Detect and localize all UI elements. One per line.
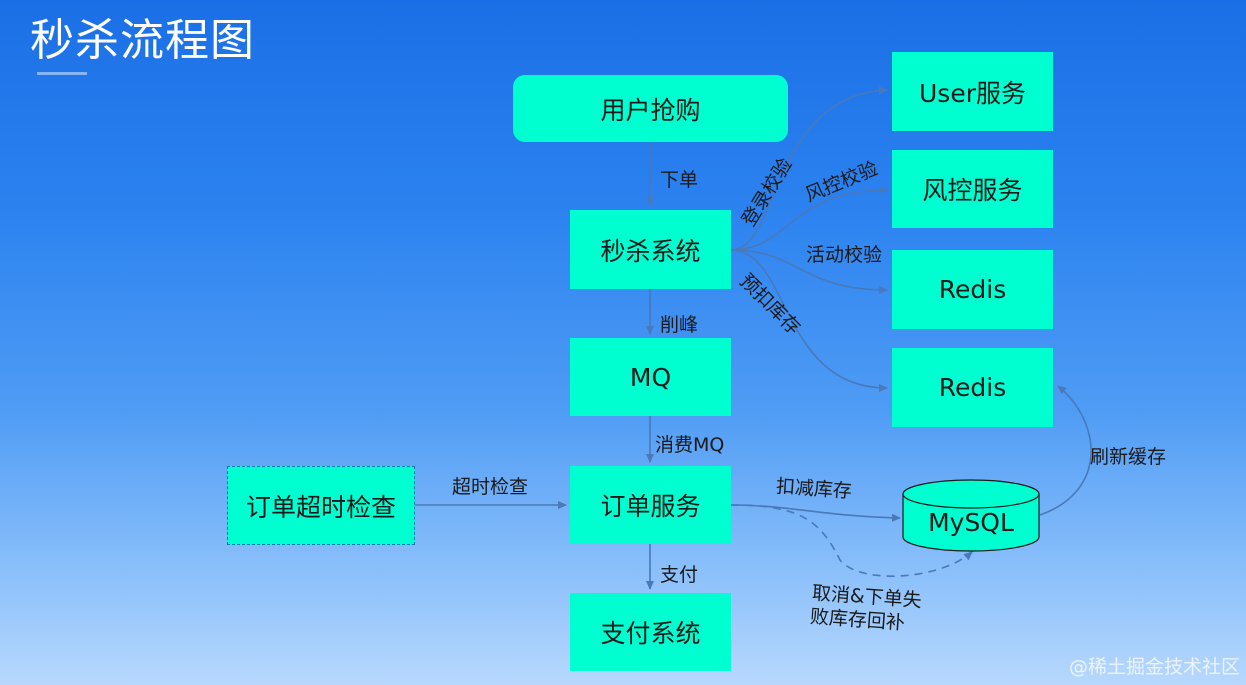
node-pay-system: 支付系统 xyxy=(570,593,731,671)
node-order-timeout-check: 订单超时检查 xyxy=(227,466,415,545)
node-user-buy: 用户抢购 xyxy=(513,75,788,142)
label-consume-mq: 消费MQ xyxy=(655,434,725,456)
label-place-order: 下单 xyxy=(660,169,699,191)
watermark: @稀土掘金技术社区 xyxy=(1068,656,1240,678)
edge-login-check xyxy=(730,86,888,251)
node-mysql-label: MySQL xyxy=(928,508,1014,537)
node-order-service: 订单服务 xyxy=(570,466,731,544)
edge-refresh-cache xyxy=(1039,385,1092,516)
label-timeout-check: 超时检查 xyxy=(452,476,529,498)
edge-deduct-stock xyxy=(730,504,901,522)
label-pay: 支付 xyxy=(660,564,699,586)
node-mq: MQ xyxy=(570,338,731,416)
label-activity-check: 活动校验 xyxy=(806,244,883,266)
edge-rollback xyxy=(730,504,973,577)
page-title: 秒杀流程图 xyxy=(30,15,255,66)
node-redis-1: Redis xyxy=(892,250,1053,329)
label-peak-shaving: 削峰 xyxy=(660,314,699,336)
label-refresh-cache: 刷新缓存 xyxy=(1090,446,1167,468)
mysql-cylinder xyxy=(902,479,1040,552)
node-risk-service: 风控服务 xyxy=(892,150,1053,228)
node-seckill-system: 秒杀系统 xyxy=(570,210,731,289)
node-redis-2: Redis xyxy=(892,348,1053,427)
node-user-service: User服务 xyxy=(892,52,1053,131)
edge-activity-check xyxy=(730,249,888,294)
label-deduct-stock: 扣减库存 xyxy=(775,475,853,503)
edge-risk-check xyxy=(730,186,888,251)
edge-pre-deduct xyxy=(730,249,888,392)
title-underline xyxy=(37,72,87,75)
